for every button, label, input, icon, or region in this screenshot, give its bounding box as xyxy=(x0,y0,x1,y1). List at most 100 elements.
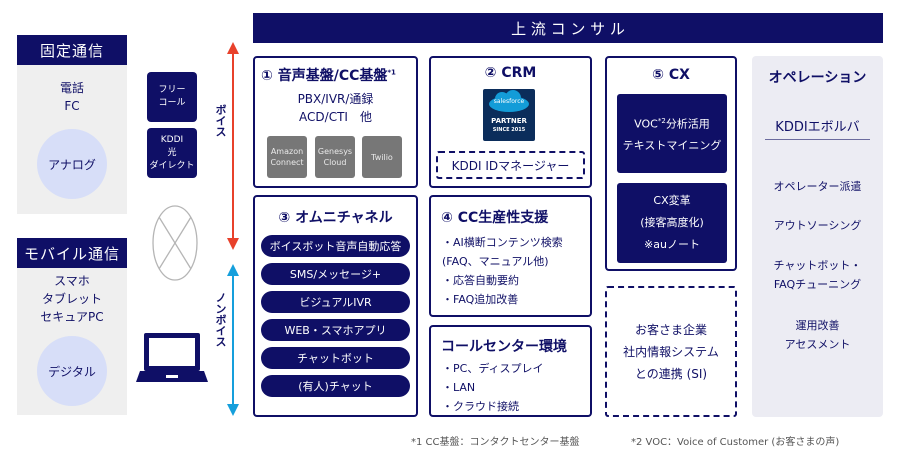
kddi-hikari-line: 光 xyxy=(167,147,177,158)
bullet-item: ・AI横断コンテンツ検索 xyxy=(442,236,563,249)
free-call-line: コール xyxy=(158,98,186,108)
fixed-communication-header: 固定通信 xyxy=(17,35,127,65)
text-mining-line: テキストマイニング xyxy=(622,139,722,153)
op-item-line: チャットボット・ xyxy=(773,259,862,272)
voice-label: ボイス xyxy=(214,104,227,137)
voc-analysis-box: VOC*2分析活用 テキストマイニング xyxy=(617,94,727,173)
voc-text: VOC xyxy=(634,117,658,131)
footnote-1: *1 CC基盤：コンタクトセンター基盤 xyxy=(411,437,580,448)
voice-platform-line: PBX/IVR/通録 xyxy=(297,92,374,106)
bullet-item: ・応答自動要約 xyxy=(442,274,519,287)
nonvoice-label: ノンボイス xyxy=(214,292,227,347)
call-center-environment-title: コールセンター環境 xyxy=(441,339,567,355)
bullet-item: ・FAQ追加改善 xyxy=(442,293,519,306)
op-item-operational-assessment: 運用改善 アセスメント xyxy=(752,316,883,354)
voice-platform-title-text: ① 音声基盤/CC基盤 xyxy=(261,68,388,84)
voice-arrow xyxy=(227,42,239,250)
nonvoice-arrow-down-head xyxy=(227,404,239,416)
bullet-item: ・クラウド接続 xyxy=(442,400,519,413)
mobile-line: スマホ xyxy=(54,274,90,288)
op-item-line: アウトソーシング xyxy=(773,219,862,232)
cx-transformation-line: CX変革 xyxy=(653,194,691,207)
cc-productivity-box: ④ CC生産性支援 ・AI横断コンテンツ検索 (FAQ、マニュアル他) ・応答自… xyxy=(429,195,592,317)
voc-analysis-line: VOC*2分析活用 xyxy=(634,110,710,136)
vendor-amazon-connect: Amazon Connect xyxy=(267,136,307,178)
vendor-line: Connect xyxy=(270,158,304,167)
kddi-evolva-brand: KDDIエボルバ xyxy=(765,116,870,140)
mobile-communication-title: モバイル通信 xyxy=(23,244,120,263)
voice-arrow-up-head xyxy=(227,42,239,54)
omnichannel-item: ボイスボット音声自動応答 xyxy=(261,235,410,257)
mobile-line: セキュアPC xyxy=(40,310,104,324)
crossed-oval-icon xyxy=(152,205,198,281)
salesforce-brand: salesforce xyxy=(493,98,525,105)
cc-productivity-title: ④ CC生産性支援 xyxy=(441,210,549,226)
crm-box: ② CRM salesforce PARTNER SINCE 2015 KDDI… xyxy=(429,56,592,188)
si-integration-box: お客さま企業 社内情報システム との連携 (SI) xyxy=(605,286,737,417)
fixed-communication-panel: 固定通信 電話 FC アナログ xyxy=(17,35,127,214)
kddi-hikari-line: ダイレクト xyxy=(149,160,195,171)
cx-box: ⑤ CX VOC*2分析活用 テキストマイニング CX変革 (接客高度化) ※a… xyxy=(605,56,737,271)
vendor-line: Cloud xyxy=(323,158,347,167)
operations-panel: オペレーション KDDIエボルバ オペレーター派遣 アウトソーシング チャットボ… xyxy=(752,56,883,417)
nonvoice-arrow-up-head xyxy=(227,264,239,276)
vendor-line: Twilio xyxy=(371,152,393,162)
omnichannel-item: ビジュアルIVR xyxy=(261,291,410,313)
footnote-ref-2: *2 xyxy=(657,116,666,125)
op-item-line: アセスメント xyxy=(784,338,851,351)
op-item-outsourcing: アウトソーシング xyxy=(752,216,883,235)
mobile-communication-header: モバイル通信 xyxy=(17,238,127,268)
digital-circle: デジタル xyxy=(37,336,107,406)
voice-platform-line: ACD/CTI 他 xyxy=(299,110,372,124)
si-line: お客さま企業 xyxy=(634,322,707,337)
kddi-hikari-direct-box: KDDI 光 ダイレクト xyxy=(147,128,197,178)
cx-transformation-line: ※auノート xyxy=(644,238,700,251)
kddi-id-manager-label: KDDI IDマネージャー xyxy=(451,158,570,173)
omnichannel-item: SMS/メッセージ+ xyxy=(261,263,410,285)
fixed-communication-title: 固定通信 xyxy=(39,41,104,60)
cx-transformation-line: (接客高度化) xyxy=(640,216,704,229)
si-line: との連携 (SI) xyxy=(634,366,708,381)
digital-label: デジタル xyxy=(48,364,96,379)
call-center-environment-box: コールセンター環境 ・PC、ディスプレイ ・LAN ・クラウド接続 xyxy=(429,325,592,417)
cc-productivity-bullets: ・AI横断コンテンツ検索 (FAQ、マニュアル他) ・応答自動要約 ・FAQ追加… xyxy=(442,233,563,309)
footnote-2: *2 VOC：Voice of Customer (お客さまの声) xyxy=(631,437,840,448)
crm-title: ② CRM xyxy=(484,65,537,81)
cx-transformation-box: CX変革 (接客高度化) ※auノート xyxy=(617,183,727,263)
voc-analysis-text: 分析活用 xyxy=(665,117,710,131)
vendor-line: Amazon xyxy=(270,147,304,156)
call-center-environment-bullets: ・PC、ディスプレイ ・LAN ・クラウド接続 xyxy=(442,359,544,416)
op-item-operator-dispatch: オペレーター派遣 xyxy=(752,177,883,196)
upstream-consulting-banner: 上 流 コ ン サ ル xyxy=(253,13,883,43)
vendor-line: Genesys xyxy=(317,147,353,156)
fixed-line: FC xyxy=(64,99,80,113)
vendor-twilio: Twilio xyxy=(362,136,402,178)
omnichannel-item: WEB・スマホアプリ xyxy=(261,319,410,341)
salesforce-cloud-icon xyxy=(489,90,529,112)
omnichannel-list: ボイスボット音声自動応答 SMS/メッセージ+ ビジュアルIVR WEB・スマホアプリ… xyxy=(261,235,410,403)
voice-arrow-down-head xyxy=(227,238,239,250)
kddi-hikari-line: KDDI xyxy=(160,134,184,145)
salesforce-partner-badge: salesforce PARTNER SINCE 2015 xyxy=(483,89,535,141)
bullet-item: (FAQ、マニュアル他) xyxy=(442,255,549,268)
omnichannel-item: (有人)チャット xyxy=(261,375,410,397)
voice-platform-title: ① 音声基盤/CC基盤*1 xyxy=(261,65,396,85)
op-item-line: FAQチューニング xyxy=(773,278,862,291)
op-item-line: 運用改善 xyxy=(795,319,840,332)
banner-title: 上 流 コ ン サ ル xyxy=(511,19,625,38)
op-item-chatbot-faq-tuning: チャットボット・ FAQチューニング xyxy=(752,256,883,294)
cx-title: ⑤ CX xyxy=(652,67,690,83)
free-call-line: フリー xyxy=(158,85,186,95)
vendor-genesys-cloud: Genesys Cloud xyxy=(315,136,355,178)
fixed-line: 電話 xyxy=(59,81,84,95)
voice-platform-box: ① 音声基盤/CC基盤*1 PBX/IVR/通録 ACD/CTI 他 Amazo… xyxy=(253,56,418,188)
analog-circle: アナログ xyxy=(37,129,107,199)
partner-since: SINCE 2015 xyxy=(492,127,526,133)
free-call-box: フリー コール xyxy=(147,72,197,122)
omnichannel-item: チャットボット xyxy=(261,347,410,369)
laptop-icon xyxy=(136,333,208,382)
si-line: 社内情報システム xyxy=(623,344,719,359)
bullet-item: ・PC、ディスプレイ xyxy=(442,362,544,375)
kddi-id-manager-box: KDDI IDマネージャー xyxy=(436,151,585,179)
